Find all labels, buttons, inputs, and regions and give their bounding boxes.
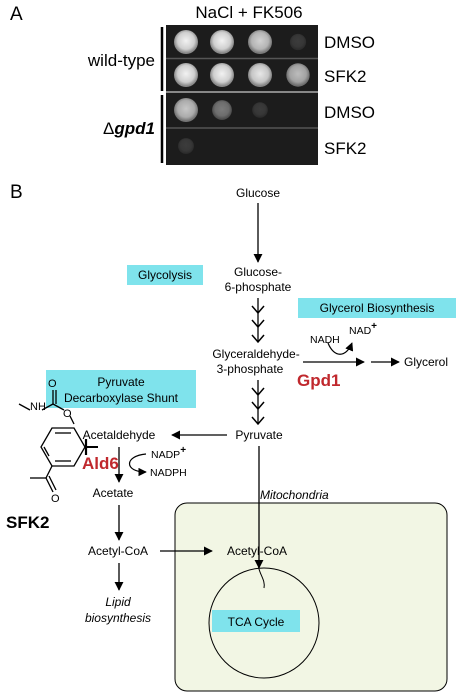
sfk2-atom-o: O	[48, 378, 57, 390]
yeast-spot	[210, 30, 234, 54]
yeast-spot	[174, 63, 198, 87]
node-acetate: Acetate	[93, 486, 134, 500]
glycerol-biosynthesis-label: Glycerol Biosynthesis	[320, 301, 435, 315]
yeast-spot	[212, 100, 232, 120]
sfk2-atom-o: O	[63, 408, 72, 420]
multistep-chevron	[251, 387, 265, 397]
arrow-nadp-to-nadph	[128, 453, 147, 477]
treatment-label: SFK2	[324, 67, 367, 86]
strain-wild-type: wild-type	[87, 51, 155, 70]
mitochondria-compartment	[174, 502, 448, 692]
node-lipid-line2: biosynthesis	[85, 611, 151, 625]
cofactor-nadh: NADH	[310, 334, 340, 346]
tca-cycle-box	[212, 610, 300, 632]
node-glyceraldehyde-3-phosphate-line1: Glyceraldehyde-	[212, 347, 299, 361]
pyruvate-shunt-label-line1: Pyruvate	[97, 375, 145, 389]
treatment-label: SFK2	[324, 139, 367, 158]
arrow-nadh-to-nad	[327, 342, 354, 355]
panel-b-letter: B	[10, 182, 23, 203]
glycerol-biosynthesis-box	[298, 298, 456, 318]
mitochondria-label: Mitochondria	[260, 488, 329, 502]
treatment-label: DMSO	[324, 33, 375, 52]
sfk2-atom-o: O	[51, 493, 60, 505]
enzyme-gpd1: Gpd1	[297, 371, 340, 390]
node-lipid-line1: Lipid	[105, 595, 131, 609]
yeast-spot	[289, 33, 307, 51]
node-glycerol: Glycerol	[404, 355, 448, 369]
yeast-spot	[178, 138, 194, 154]
node-glucose-6-phosphate-line1: Glucose-	[234, 265, 282, 279]
multistep-chevron	[251, 401, 265, 411]
node-mito-acetyl-coa: Acetyl-CoA	[227, 544, 287, 558]
node-glyceraldehyde-3-phosphate-line2: 3-phosphate	[217, 362, 284, 376]
yeast-spot	[286, 63, 310, 87]
yeast-spot	[248, 63, 272, 87]
sfk2-structure	[18, 390, 98, 493]
panel-a-letter: A	[10, 4, 23, 25]
pyruvate-shunt-box	[46, 370, 196, 408]
strain-gpd1-deletion: Δgpd1	[103, 119, 155, 138]
multistep-chevron	[251, 305, 265, 315]
node-acetaldehyde: Acetaldehyde	[83, 428, 156, 442]
glycolysis-label: Glycolysis	[138, 268, 192, 282]
yeast-spot	[210, 63, 234, 87]
tca-cycle-label: TCA Cycle	[228, 615, 285, 629]
tca-cycle-circle	[208, 567, 320, 679]
node-pyruvate: Pyruvate	[235, 428, 283, 442]
multistep-chevron	[251, 319, 265, 329]
yeast-spot	[252, 102, 268, 118]
plate-header: NaCl + FK506	[195, 3, 302, 22]
cofactor-nad: NAD+	[349, 321, 377, 337]
yeast-spot	[174, 30, 198, 54]
node-glucose-6-phosphate-line2: 6-phosphate	[225, 280, 292, 294]
glycolysis-box	[127, 265, 203, 285]
multistep-chevron	[251, 416, 265, 426]
pyruvate-shunt-label-line2: Decarboxylase Shunt	[64, 391, 179, 405]
yeast-spot	[174, 98, 198, 122]
node-acetyl-coa: Acetyl-CoA	[88, 544, 148, 558]
node-glucose: Glucose	[236, 186, 280, 200]
cofactor-nadp: NADP+	[151, 445, 186, 461]
cofactor-nadph: NADPH	[150, 467, 187, 479]
compound-sfk2: SFK2	[6, 513, 49, 532]
enzyme-ald6: Ald6	[82, 454, 119, 473]
yeast-spot	[248, 30, 272, 54]
treatment-label: DMSO	[324, 103, 375, 122]
plate-image	[166, 25, 318, 165]
sfk2-atom-nh: NH	[30, 401, 46, 413]
multistep-chevron	[251, 334, 265, 344]
